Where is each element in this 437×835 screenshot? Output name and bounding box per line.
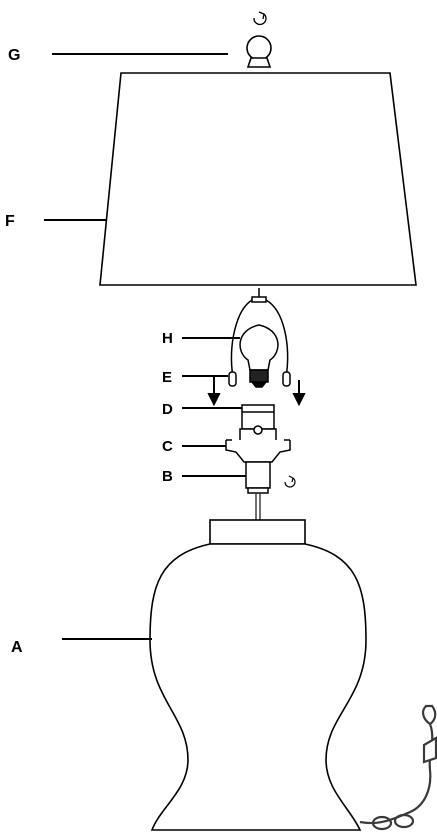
label-f: F [5,213,15,230]
threaded-rod [255,493,261,520]
label-b: B [162,468,173,485]
down-arrow-left-icon [207,377,221,407]
label-e: E [162,369,172,386]
lock-nut [245,461,271,494]
down-arrow-right-icon [292,380,306,407]
power-cord [359,704,437,831]
label-d: D [162,401,173,418]
socket [239,404,277,446]
lamp-base [149,519,367,831]
lamp-shade [99,72,417,286]
harp-saddle [225,439,291,463]
label-g: G [8,47,20,64]
light-bulb [239,324,279,388]
harp [228,288,291,387]
label-a: A [11,639,23,656]
finial [246,35,272,68]
label-h: H [162,330,173,347]
finial-rotate-icon [253,11,267,26]
label-c: C [162,438,173,455]
lock-nut-rotate-icon [284,475,296,488]
